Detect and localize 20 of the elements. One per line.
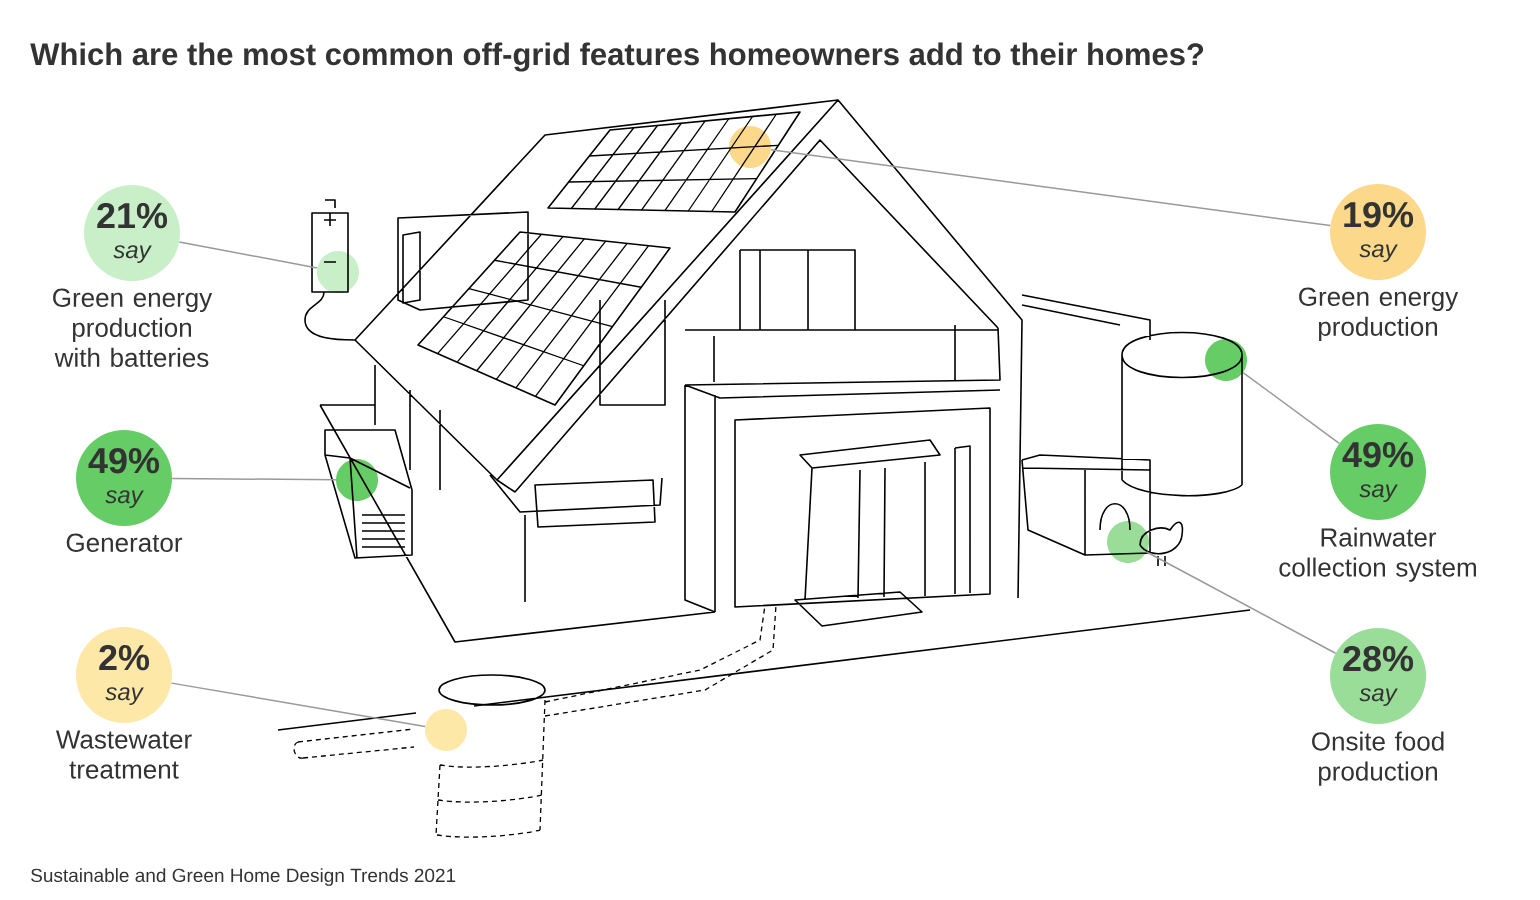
stat-label: Wastewater treatment	[55, 730, 192, 779]
leader-line	[170, 682, 426, 728]
leader-line	[178, 241, 318, 269]
highlight-dot	[1107, 521, 1149, 563]
highlight-dot	[317, 251, 359, 293]
stat-label: Onsite food production	[1312, 731, 1444, 786]
title: Which are the most common off-grid features homeowners add to their homes?	[30, 42, 1204, 72]
stat-label: Green energy production	[1299, 287, 1459, 342]
highlight-dot	[336, 459, 378, 501]
highlight-dot	[729, 126, 771, 168]
source-note: Sustainable and Green Home Design Trends 2021	[31, 868, 456, 886]
highlight-dot	[425, 709, 467, 751]
leader-line	[171, 477, 337, 481]
stat-label: Rainwater collection system	[1279, 527, 1476, 582]
highlight-dot	[1205, 339, 1247, 381]
stat-label: Green energy production with batteries	[53, 288, 213, 367]
stat-label: Generator	[66, 533, 183, 552]
leader-line	[1242, 371, 1340, 445]
leader-line	[770, 149, 1331, 227]
leader-line	[1145, 551, 1337, 654]
